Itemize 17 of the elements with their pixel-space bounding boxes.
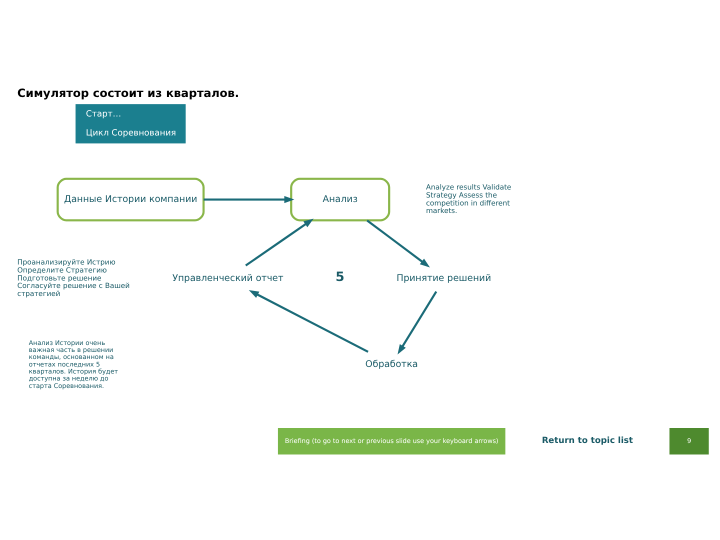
- node-text: Принятие решений: [396, 273, 492, 284]
- label: Цикл Соревнования: [86, 128, 176, 139]
- arrow: [204, 196, 294, 204]
- arrow: [398, 291, 438, 354]
- arrow: [245, 218, 314, 266]
- label: Return to topic list: [542, 436, 633, 446]
- node-box: Данные Истории компании: [56, 178, 205, 222]
- arrow: [248, 290, 369, 353]
- node-text: Управленческий отчет: [172, 273, 284, 284]
- label: Проанализируйте Истрию Определите Стратегию Подготовьте решение Согласуйте решение с Вашей стратегией: [17, 258, 130, 298]
- arrow: [366, 220, 430, 268]
- node-text: Обработка: [365, 359, 418, 370]
- label: Analyze results Validate Strategy Assess the competition in different markets.: [426, 182, 512, 216]
- node-box: Анализ: [290, 178, 390, 222]
- label: Старт…: [86, 109, 122, 120]
- diagram-title: Симулятор состоит из кварталов.: [17, 86, 240, 100]
- node-text: 5: [336, 270, 344, 286]
